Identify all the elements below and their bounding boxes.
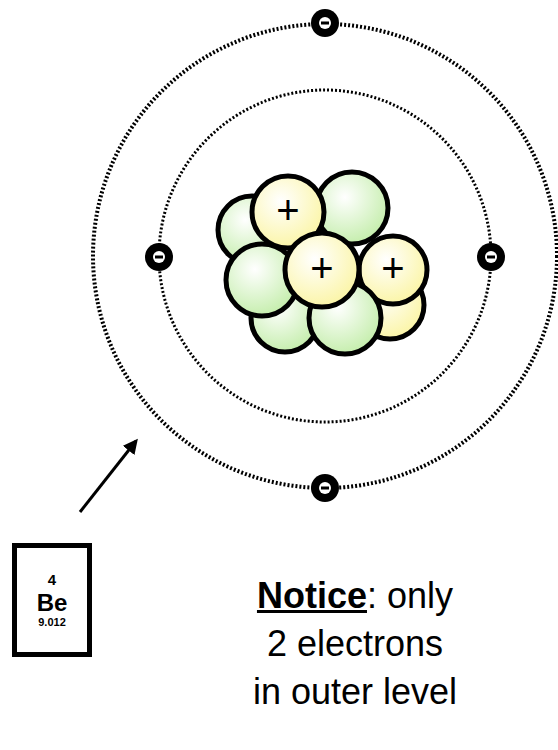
electrons [145,9,505,502]
note: Notice: only 2 electrons in outer level [249,572,461,716]
inner-orbit [159,90,491,422]
proton-charge: + [310,248,333,288]
proton-charge: + [381,248,404,288]
note-heading: Notice [257,575,367,616]
atomic-number: 4 [48,571,56,588]
element-box: 4Be9.012 [12,543,92,657]
element-symbol: Be [37,589,68,617]
proton-charge: + [276,190,299,230]
atomic-mass: 9.012 [38,616,66,629]
outer-orbit [93,24,557,488]
nucleus [218,172,427,354]
leader-arrow [80,441,136,512]
